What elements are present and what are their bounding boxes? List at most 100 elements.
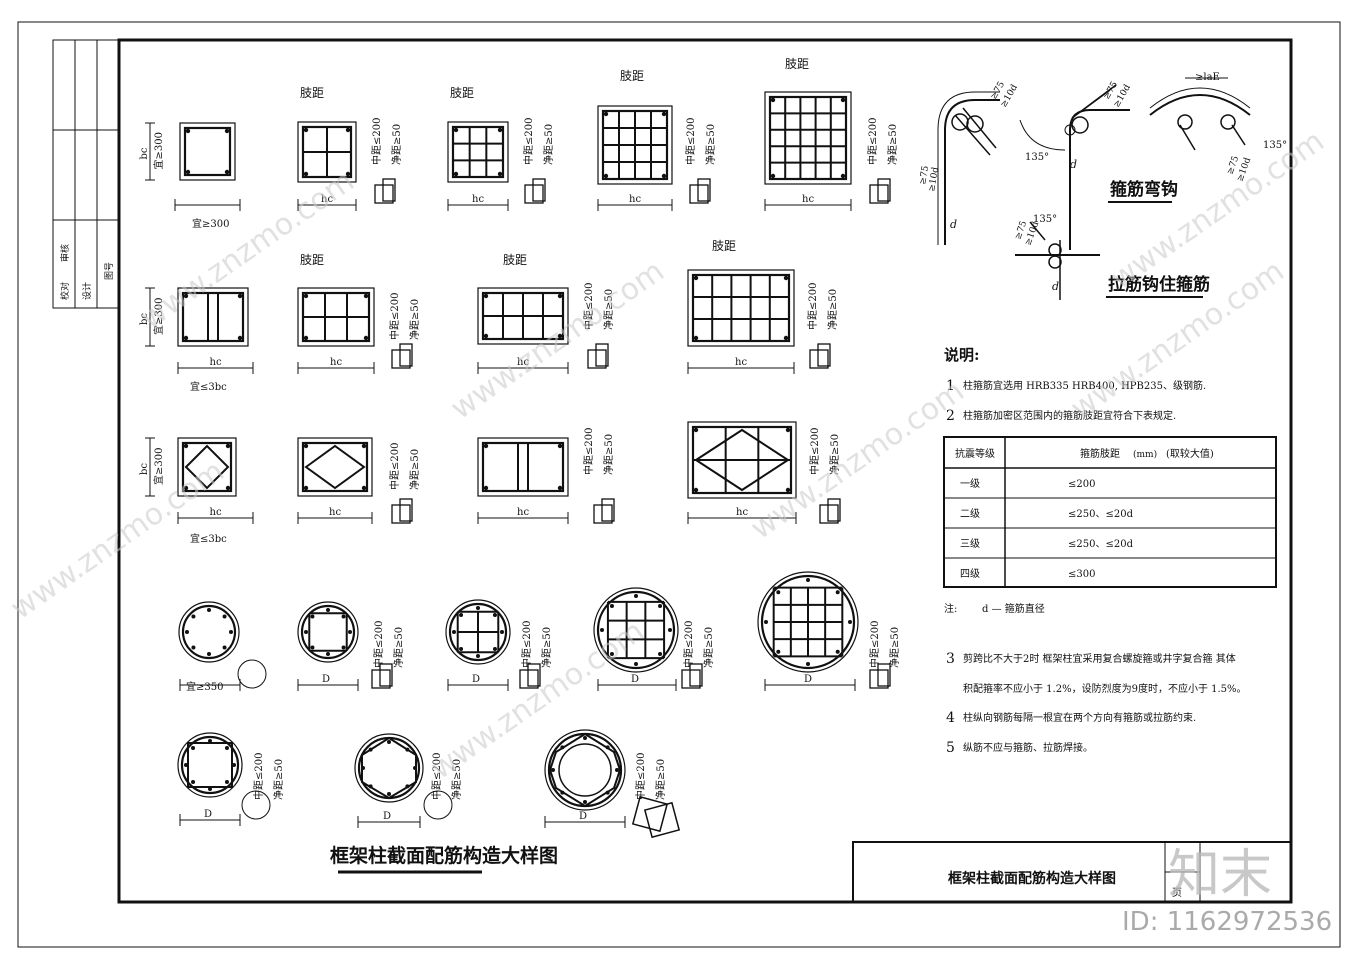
rebar bbox=[603, 111, 609, 117]
dimension-label: hc bbox=[629, 194, 641, 205]
dimension-label: hc bbox=[330, 357, 342, 368]
note-2-text: 柱箍筋加密区范围内的箍筋肢距宜符合下表规定. bbox=[963, 409, 1176, 422]
rebar bbox=[191, 779, 196, 784]
dimension-label: D bbox=[204, 809, 212, 820]
spiral-hoop bbox=[596, 590, 676, 670]
notes-section: 说明: 1 柱箍筋宜选用 HRB335 HRB400, HPB235、级钢筋. … bbox=[943, 346, 1277, 756]
tie-loop bbox=[379, 663, 393, 687]
rebar bbox=[770, 97, 776, 103]
rebar bbox=[500, 630, 504, 634]
hook-d-2: d bbox=[950, 218, 957, 231]
rebar bbox=[806, 662, 810, 666]
spacing-note: 中距≤200 bbox=[430, 753, 443, 800]
table-cell: ≤250、≤20d bbox=[1068, 509, 1134, 520]
rebar bbox=[224, 169, 230, 175]
leg-spacing-table: 抗震等级 箍筋肢距 (mm) (取较大值) 一级 ≤200 二级 ≤250、≤2… bbox=[943, 436, 1277, 588]
column-outline bbox=[179, 122, 236, 181]
spacing-note: 净距≥50 bbox=[826, 289, 839, 330]
strip-label-1: 校对 bbox=[59, 282, 71, 300]
dimension-label: hc bbox=[517, 507, 529, 518]
rebar bbox=[770, 173, 776, 179]
rebar bbox=[497, 127, 503, 133]
spacing-note: 中距≤200 bbox=[582, 283, 595, 330]
table-header-spacing: 箍筋肢距 bbox=[1080, 447, 1120, 460]
rebar bbox=[185, 169, 191, 175]
tie-loop bbox=[681, 669, 701, 689]
tie-loop bbox=[593, 504, 613, 524]
tie-loop bbox=[519, 669, 539, 689]
rebar bbox=[363, 335, 369, 341]
rebar bbox=[363, 293, 369, 299]
tie-detail bbox=[391, 498, 413, 524]
tie-loop bbox=[827, 498, 841, 522]
dimension-note: 宜≥300 bbox=[192, 217, 229, 230]
rebar bbox=[668, 628, 672, 632]
rebar bbox=[191, 614, 196, 619]
square-hoop bbox=[187, 742, 233, 788]
tie-loop bbox=[601, 498, 615, 522]
spacing-note: 中距≤200 bbox=[806, 283, 819, 330]
rebar bbox=[785, 487, 791, 493]
tie-detail bbox=[423, 790, 453, 820]
tie-detail bbox=[869, 663, 891, 689]
rebar bbox=[326, 608, 330, 612]
table-cell: 一级 bbox=[960, 478, 980, 490]
tie-loop bbox=[689, 184, 709, 204]
spacing-note: 净距≥50 bbox=[408, 299, 421, 340]
leg-spacing-label: 肢距 bbox=[785, 56, 809, 71]
strip-label-3: 审核 bbox=[59, 244, 71, 262]
rebar bbox=[583, 800, 587, 804]
table-cell: 二级 bbox=[960, 508, 980, 520]
title-block: 框架柱截面配筋构造大样图 页 bbox=[852, 841, 1292, 903]
watermark-brand: 知末 bbox=[1168, 845, 1272, 905]
rebar bbox=[603, 173, 609, 179]
leg-spacing-label: 肢距 bbox=[503, 252, 527, 267]
hoop bbox=[768, 95, 848, 181]
spacing-note: 净距≥50 bbox=[602, 289, 615, 330]
hook-angle-3: 135° bbox=[1033, 214, 1057, 225]
spacing-note: 净距≥50 bbox=[390, 124, 403, 165]
column-outline bbox=[757, 571, 859, 673]
hook-angle-2: 135° bbox=[1263, 140, 1287, 151]
tie-detail bbox=[593, 498, 615, 524]
rebar bbox=[634, 662, 638, 666]
strip-label-2: 设计 bbox=[81, 282, 93, 300]
dimension-label: D bbox=[322, 674, 330, 685]
rebar bbox=[764, 620, 768, 624]
hoop bbox=[691, 273, 791, 343]
leg-spacing-label: 肢距 bbox=[300, 85, 324, 100]
rebar bbox=[183, 335, 189, 341]
spacing-note: 中距≤200 bbox=[252, 753, 265, 800]
diamond-hoop bbox=[184, 444, 230, 490]
rebar bbox=[483, 443, 489, 449]
column-outline bbox=[687, 421, 797, 499]
rebar bbox=[776, 649, 781, 654]
tie-detail bbox=[519, 663, 541, 689]
rebar bbox=[387, 740, 391, 744]
spacing-note: 净距≥50 bbox=[886, 124, 899, 165]
hook-len-b-4: ≥10d bbox=[927, 166, 941, 192]
note-5-num: 5 bbox=[946, 740, 955, 756]
note-3-num: 3 bbox=[946, 651, 955, 667]
rebar bbox=[345, 127, 351, 133]
tie-detail bbox=[631, 795, 669, 833]
spacing-note: 净距≥50 bbox=[828, 434, 841, 475]
spacing-note: 中距≤200 bbox=[372, 621, 385, 668]
spacing-note: 净距≥50 bbox=[542, 124, 555, 165]
column-outline bbox=[297, 601, 359, 663]
tie-loop bbox=[391, 504, 411, 524]
column-outline bbox=[477, 437, 569, 497]
dimension-label: hc bbox=[802, 194, 814, 205]
rebar bbox=[840, 97, 846, 103]
tie-loop bbox=[877, 663, 891, 687]
column-outline bbox=[297, 121, 357, 183]
dimension-label: hc bbox=[735, 357, 747, 368]
spiral-hoop bbox=[760, 574, 856, 670]
rebar bbox=[341, 614, 346, 619]
column-outline bbox=[177, 732, 243, 798]
table-cell: 四级 bbox=[960, 568, 980, 580]
spacing-note: 净距≥50 bbox=[702, 627, 715, 668]
rebar bbox=[224, 779, 229, 784]
dimension-label: D bbox=[804, 674, 812, 685]
dimension-note: 宜≥300 bbox=[152, 298, 165, 335]
